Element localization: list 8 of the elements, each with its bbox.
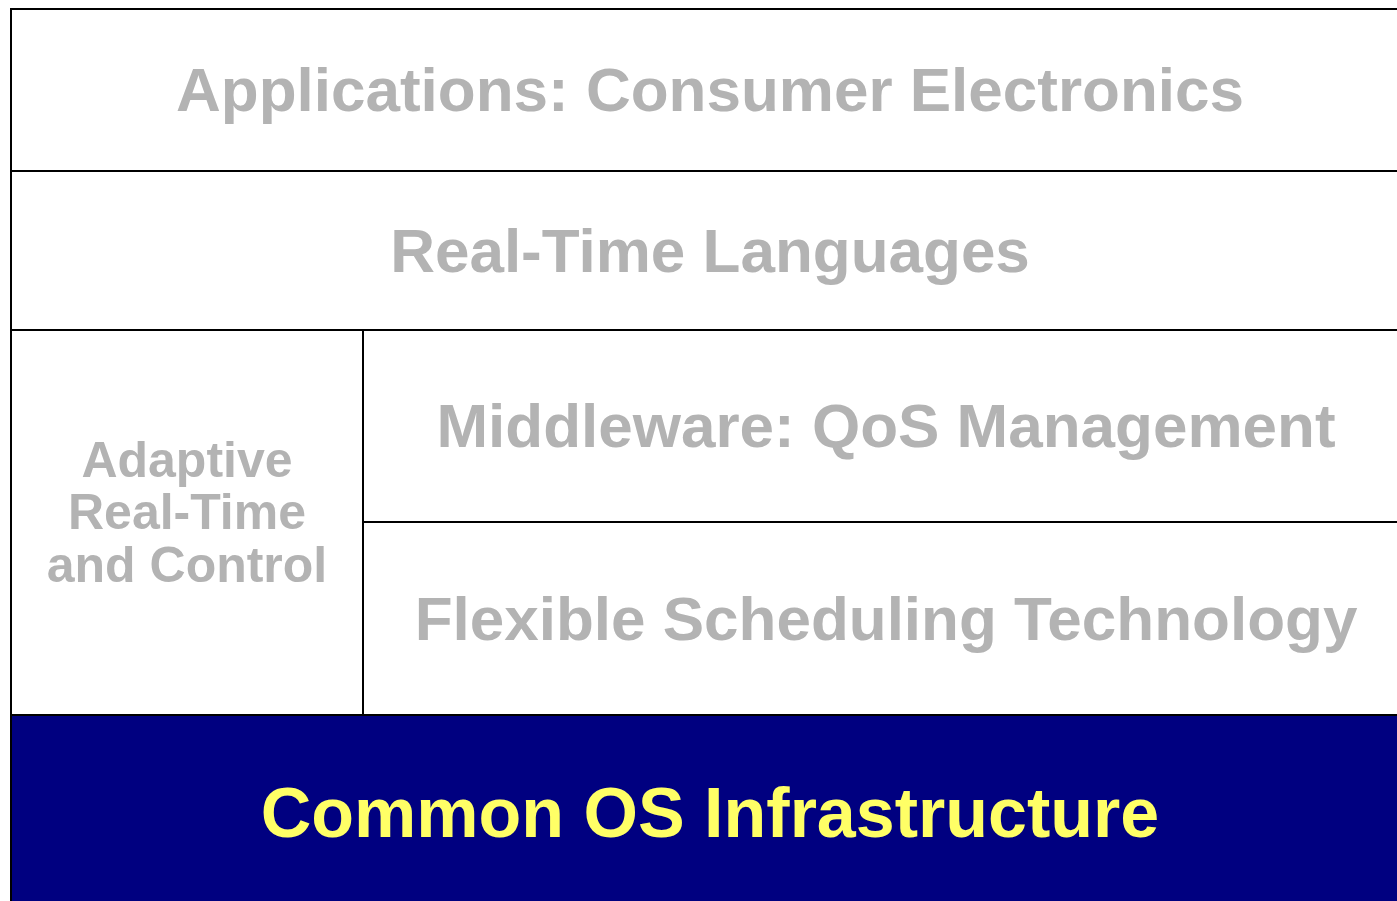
layer-label: Adaptive Real-Time and Control (45, 433, 329, 595)
layer-label: Common OS Infrastructure (260, 777, 1160, 851)
layer-label: Flexible Scheduling Technology (414, 585, 1358, 652)
layer-label: Applications: Consumer Electronics (176, 57, 1244, 123)
layer-label: Middleware: QoS Management (436, 393, 1336, 459)
layer-label: Real-Time Languages (390, 217, 1030, 284)
os-infrastructure-layer (10, 714, 1397, 901)
application-layer (10, 8, 1397, 172)
